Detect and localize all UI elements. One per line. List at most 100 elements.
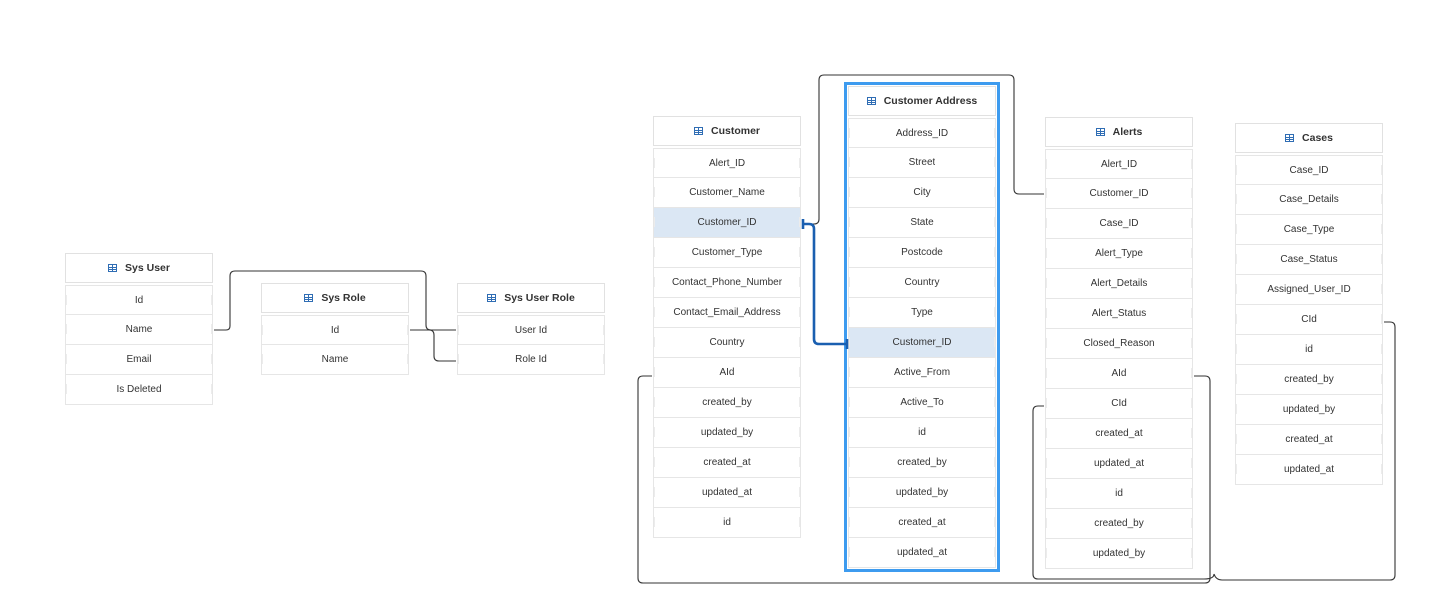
field-row-alert-type[interactable]: Alert_Type xyxy=(1045,239,1193,269)
field-row-country[interactable]: Country xyxy=(653,328,801,358)
field-row-case-id[interactable]: Case_ID xyxy=(1045,209,1193,239)
field-name: Customer_ID xyxy=(892,337,952,348)
field-name: User Id xyxy=(514,324,548,336)
table-header[interactable]: Sys Role xyxy=(261,283,409,313)
field-name: Role Id xyxy=(515,354,547,365)
field-row-id[interactable]: Id xyxy=(65,285,213,315)
field-name: updated_by xyxy=(895,487,949,498)
table-title: Alerts xyxy=(1112,126,1143,138)
field-row-name[interactable]: Name xyxy=(65,315,213,345)
field-name: AId xyxy=(719,367,735,378)
field-row-case-id[interactable]: Case_ID xyxy=(1235,155,1383,185)
field-row-updated-by[interactable]: updated_by xyxy=(1235,395,1383,425)
field-name: created_by xyxy=(1284,374,1334,385)
field-row-alert-details[interactable]: Alert_Details xyxy=(1045,269,1193,299)
field-row-id[interactable]: Id xyxy=(261,315,409,345)
field-row-aid[interactable]: AId xyxy=(1045,359,1193,389)
table-header[interactable]: Sys User xyxy=(65,253,213,283)
field-name: Alert_ID xyxy=(708,157,746,169)
field-row-updated-by[interactable]: updated_by xyxy=(653,418,801,448)
field-row-customer-id[interactable]: Customer_ID xyxy=(848,328,996,358)
field-row-contact-email-address[interactable]: Contact_Email_Address xyxy=(653,298,801,328)
field-row-city[interactable]: City xyxy=(848,178,996,208)
field-row-customer-id[interactable]: Customer_ID xyxy=(653,208,801,238)
field-row-alert-status[interactable]: Alert_Status xyxy=(1045,299,1193,329)
field-row-street[interactable]: Street xyxy=(848,148,996,178)
field-row-customer-id[interactable]: Customer_ID xyxy=(1045,179,1193,209)
field-row-created-by[interactable]: created_by xyxy=(1045,509,1193,539)
field-row-case-details[interactable]: Case_Details xyxy=(1235,185,1383,215)
field-row-name[interactable]: Name xyxy=(261,345,409,375)
field-row-contact-phone-number[interactable]: Contact_Phone_Number xyxy=(653,268,801,298)
field-row-updated-by[interactable]: updated_by xyxy=(848,478,996,508)
field-row-created-by[interactable]: created_by xyxy=(653,388,801,418)
field-row-customer-type[interactable]: Customer_Type xyxy=(653,238,801,268)
field-row-is-deleted[interactable]: Is Deleted xyxy=(65,375,213,405)
field-row-id[interactable]: id xyxy=(848,418,996,448)
table-header[interactable]: Cases xyxy=(1235,123,1383,153)
field-name: Street xyxy=(908,157,936,168)
field-row-cid[interactable]: CId xyxy=(1235,305,1383,335)
field-row-case-type[interactable]: Case_Type xyxy=(1235,215,1383,245)
field-name: created_at xyxy=(898,517,946,528)
table-title: Cases xyxy=(1302,132,1333,144)
field-row-alert-id[interactable]: Alert_ID xyxy=(653,148,801,178)
field-row-id[interactable]: id xyxy=(1235,335,1383,365)
field-name: created_by xyxy=(702,397,752,408)
link-customer-to-customer-address[interactable] xyxy=(802,222,848,346)
field-name: id xyxy=(918,427,926,438)
field-name: updated_by xyxy=(700,427,754,438)
field-row-type[interactable]: Type xyxy=(848,298,996,328)
field-row-updated-by[interactable]: updated_by xyxy=(1045,539,1193,569)
field-name: updated_by xyxy=(1092,548,1146,559)
field-row-created-at[interactable]: created_at xyxy=(848,508,996,538)
field-name: Id xyxy=(330,324,340,336)
field-row-created-at[interactable]: created_at xyxy=(1045,419,1193,449)
field-row-role-id[interactable]: Role Id xyxy=(457,345,605,375)
field-row-created-at[interactable]: created_at xyxy=(1235,425,1383,455)
table-header[interactable]: Sys User Role xyxy=(457,283,605,313)
table-header[interactable]: Customer xyxy=(653,116,801,146)
field-row-closed-reason[interactable]: Closed_Reason xyxy=(1045,329,1193,359)
field-row-user-id[interactable]: User Id xyxy=(457,315,605,345)
field-row-case-status[interactable]: Case_Status xyxy=(1235,245,1383,275)
field-row-updated-at[interactable]: updated_at xyxy=(1235,455,1383,485)
field-row-alert-id[interactable]: Alert_ID xyxy=(1045,149,1193,179)
table-header[interactable]: Customer Address xyxy=(848,86,996,116)
field-row-email[interactable]: Email xyxy=(65,345,213,375)
field-row-address-id[interactable]: Address_ID xyxy=(848,118,996,148)
field-row-active-from[interactable]: Active_From xyxy=(848,358,996,388)
field-row-customer-name[interactable]: Customer_Name xyxy=(653,178,801,208)
field-name: Alert_ID xyxy=(1100,158,1138,170)
field-row-state[interactable]: State xyxy=(848,208,996,238)
field-name: Customer_ID xyxy=(697,217,757,228)
field-row-created-at[interactable]: created_at xyxy=(653,448,801,478)
field-row-cid[interactable]: CId xyxy=(1045,389,1193,419)
field-row-created-by[interactable]: created_by xyxy=(1235,365,1383,395)
field-row-updated-at[interactable]: updated_at xyxy=(653,478,801,508)
field-name: Closed_Reason xyxy=(1083,338,1155,349)
table-icon xyxy=(108,264,118,272)
field-row-postcode[interactable]: Postcode xyxy=(848,238,996,268)
field-row-country[interactable]: Country xyxy=(848,268,996,298)
field-row-active-to[interactable]: Active_To xyxy=(848,388,996,418)
field-row-created-by[interactable]: created_by xyxy=(848,448,996,478)
field-name: CId xyxy=(1111,398,1127,409)
field-row-id[interactable]: id xyxy=(1045,479,1193,509)
table-header[interactable]: Alerts xyxy=(1045,117,1193,147)
field-row-updated-at[interactable]: updated_at xyxy=(848,538,996,568)
field-name: Is Deleted xyxy=(116,384,162,395)
link-sysrole-id-to-userrole-roleid[interactable] xyxy=(410,329,456,362)
field-row-assigned-user-id[interactable]: Assigned_User_ID xyxy=(1235,275,1383,305)
field-row-aid[interactable]: AId xyxy=(653,358,801,388)
field-row-updated-at[interactable]: updated_at xyxy=(1045,449,1193,479)
field-row-id[interactable]: id xyxy=(653,508,801,538)
